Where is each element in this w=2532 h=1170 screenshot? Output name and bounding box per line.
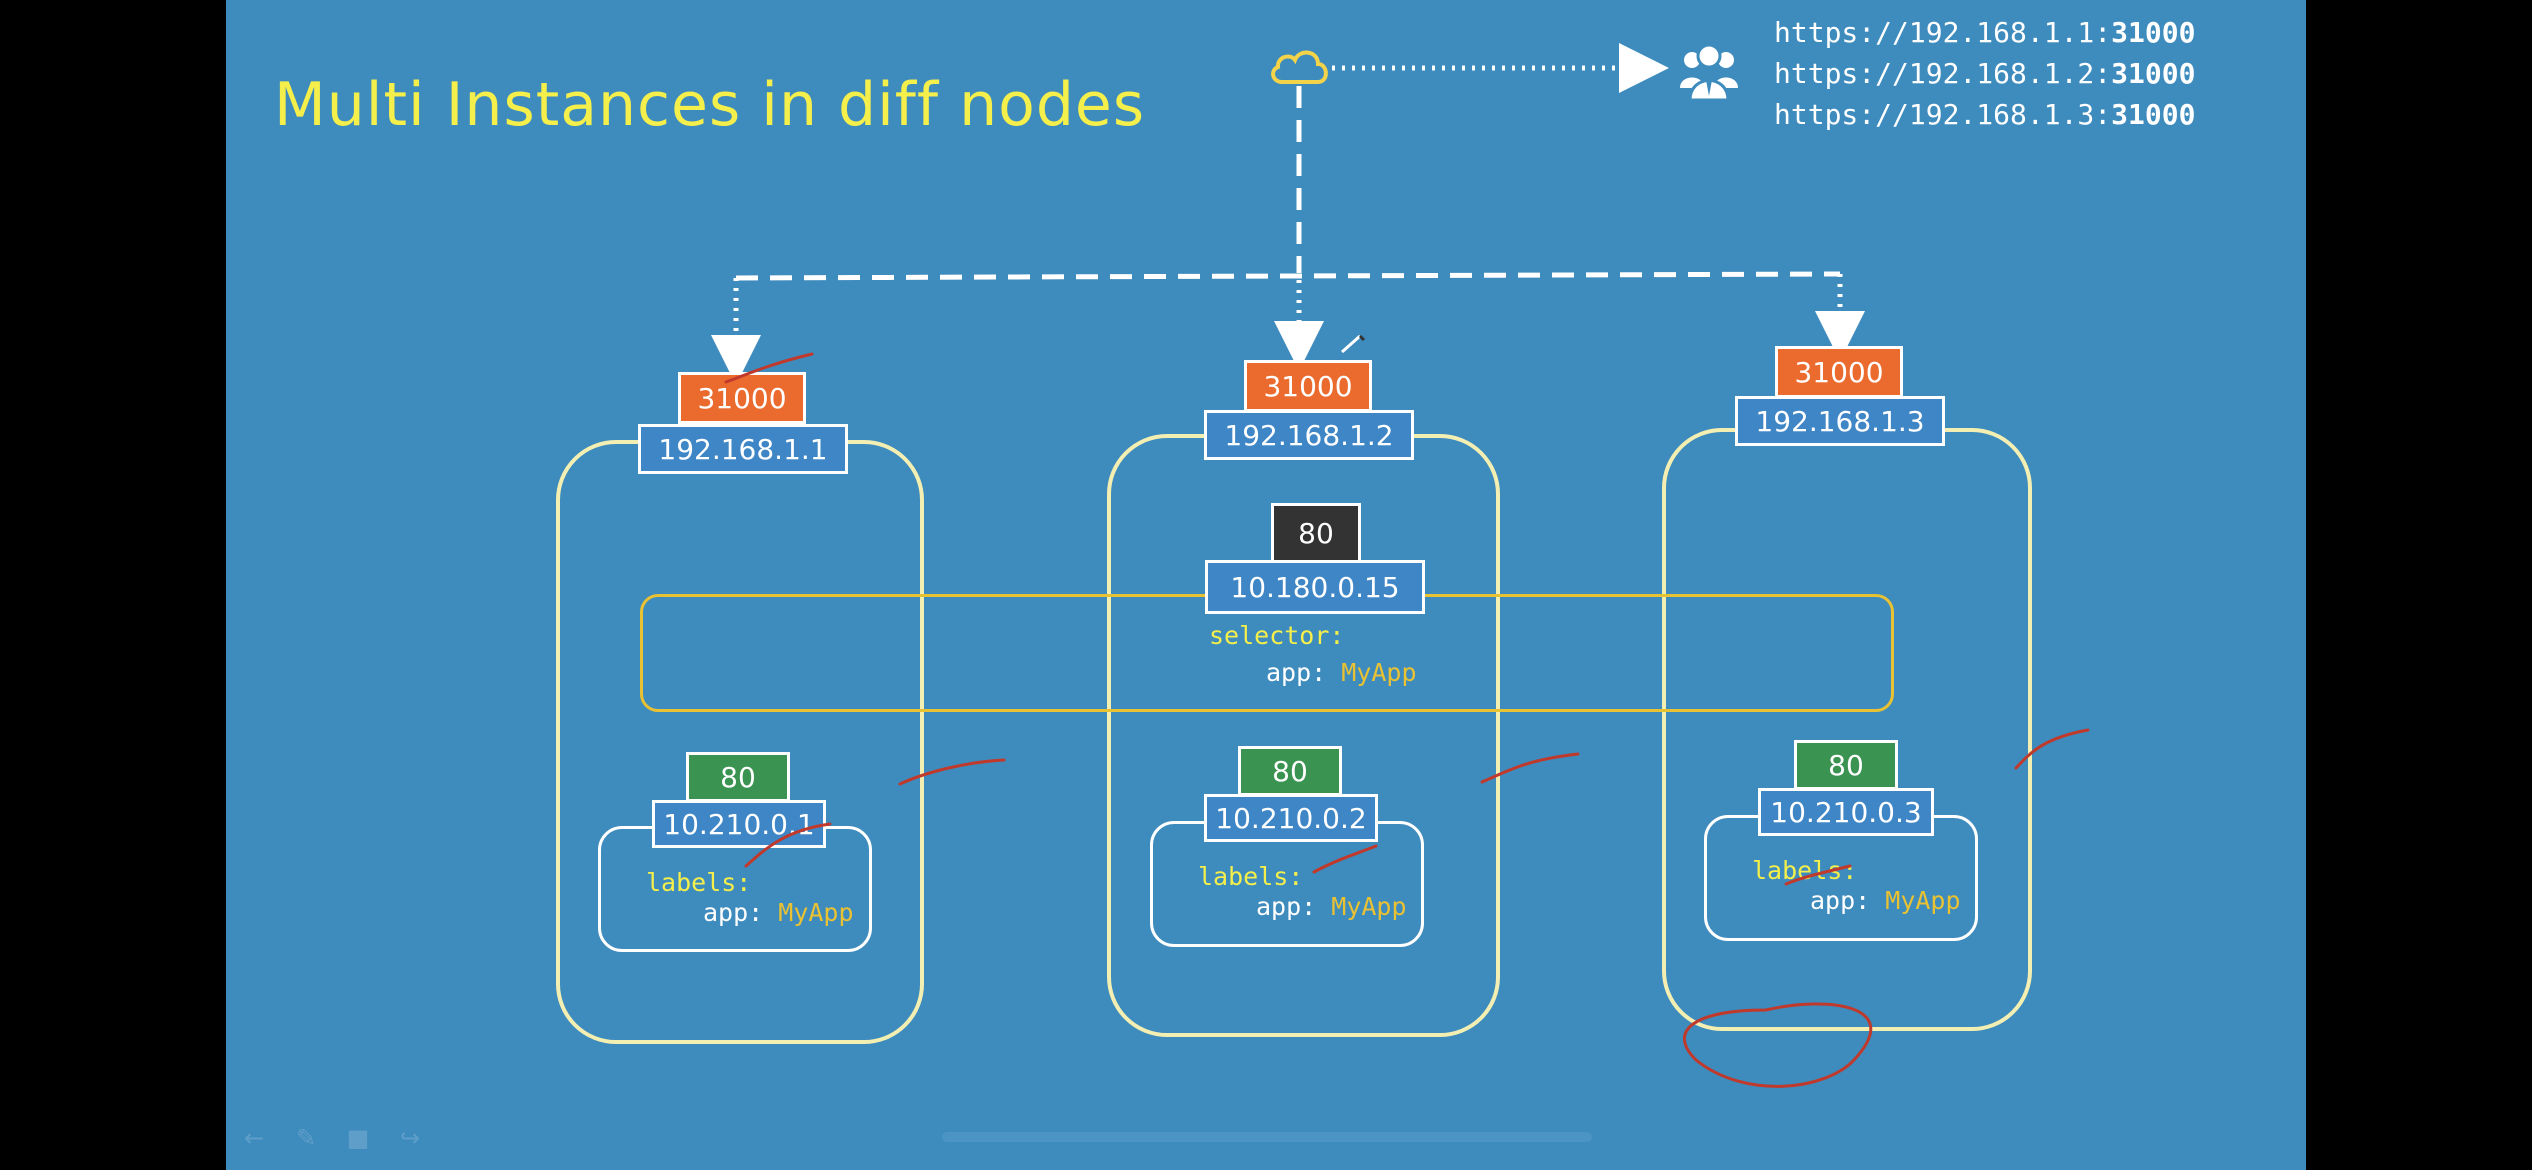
pod-app-key: app: [1810, 886, 1871, 915]
node-ip-box: 192.168.1.2 [1204, 410, 1414, 460]
next-icon[interactable]: ↪ [399, 1124, 421, 1152]
distribution-line [735, 271, 1841, 281]
annotation-stroke [898, 758, 1006, 786]
node-port-badge: 31000 [1775, 346, 1903, 398]
selector-app-key: app: [1266, 658, 1327, 687]
service-cluster-ip-box: 10.180.0.15 [1205, 560, 1425, 614]
service-selector-app: app: MyApp [1266, 658, 1417, 687]
slide-title: Multi Instances in diff nodes [274, 70, 1146, 140]
annotation-stroke [1312, 844, 1378, 874]
url-port: 31000 [2111, 57, 2196, 90]
pod-app-label: app: MyApp [1810, 886, 1961, 915]
url-line: https://192.168.1.2:31000 [1774, 53, 2195, 94]
user-group-icon [1680, 43, 1738, 100]
pod-app-value: MyApp [778, 898, 854, 927]
presentation-toolbar[interactable]: ← ✎ ■ ↪ [236, 1123, 428, 1153]
annotation-strokes [724, 352, 2090, 1088]
pod-labels-key: labels: [1198, 862, 1304, 891]
annotation-circle [1683, 1002, 1873, 1088]
pod-labels-key: labels: [646, 868, 752, 897]
connector-lines [711, 43, 1865, 385]
selector-app-value: MyApp [1341, 658, 1417, 687]
url-line: https://192.168.1.1:31000 [1774, 12, 2195, 53]
pod-app-label: app: MyApp [1256, 892, 1407, 921]
node-port-badge: 31000 [678, 372, 806, 424]
previous-icon[interactable]: ← [243, 1124, 265, 1152]
pod-ip-box: 10.210.0.2 [1204, 794, 1378, 842]
annotation-stroke [744, 822, 832, 868]
annotation-stroke [2014, 728, 2090, 770]
pen-cursor-icon [1341, 334, 1366, 354]
annotation-stroke [724, 352, 814, 384]
url-prefix: https://192.168.1.3: [1774, 98, 2112, 131]
pod-app-label: app: MyApp [703, 898, 854, 927]
annotation-stroke [1480, 752, 1580, 784]
node-ip-box: 192.168.1.3 [1735, 396, 1945, 446]
pod-ip-box: 10.210.0.3 [1758, 788, 1934, 836]
pod-app-value: MyApp [1331, 892, 1407, 921]
node-port-url-list: https://192.168.1.1:31000 https://192.16… [1774, 12, 2195, 135]
pod-app-key: app: [1256, 892, 1317, 921]
cloud-icon [1271, 50, 1328, 84]
url-prefix: https://192.168.1.1: [1774, 16, 2112, 49]
pod-app-key: app: [703, 898, 764, 927]
slide-canvas: Multi Instances in diff nodes https://19… [226, 0, 2306, 1170]
slides-icon[interactable]: ■ [346, 1124, 370, 1152]
node-port-badge: 31000 [1244, 360, 1372, 412]
url-line: https://192.168.1.3:31000 [1774, 94, 2195, 135]
url-port: 31000 [2111, 98, 2196, 131]
pod-ip-box: 10.210.0.1 [652, 800, 826, 848]
pod-labels-key: labels: [1752, 856, 1858, 885]
pod-app-value: MyApp [1885, 886, 1961, 915]
annotation-stroke [1784, 864, 1852, 886]
video-scrubber[interactable] [942, 1132, 1592, 1142]
url-prefix: https://192.168.1.2: [1774, 57, 2112, 90]
node-ip-box: 192.168.1.1 [638, 424, 848, 474]
service-selector-key: selector: [1209, 621, 1345, 650]
url-port: 31000 [2111, 16, 2196, 49]
pen-icon[interactable]: ✎ [295, 1124, 317, 1152]
